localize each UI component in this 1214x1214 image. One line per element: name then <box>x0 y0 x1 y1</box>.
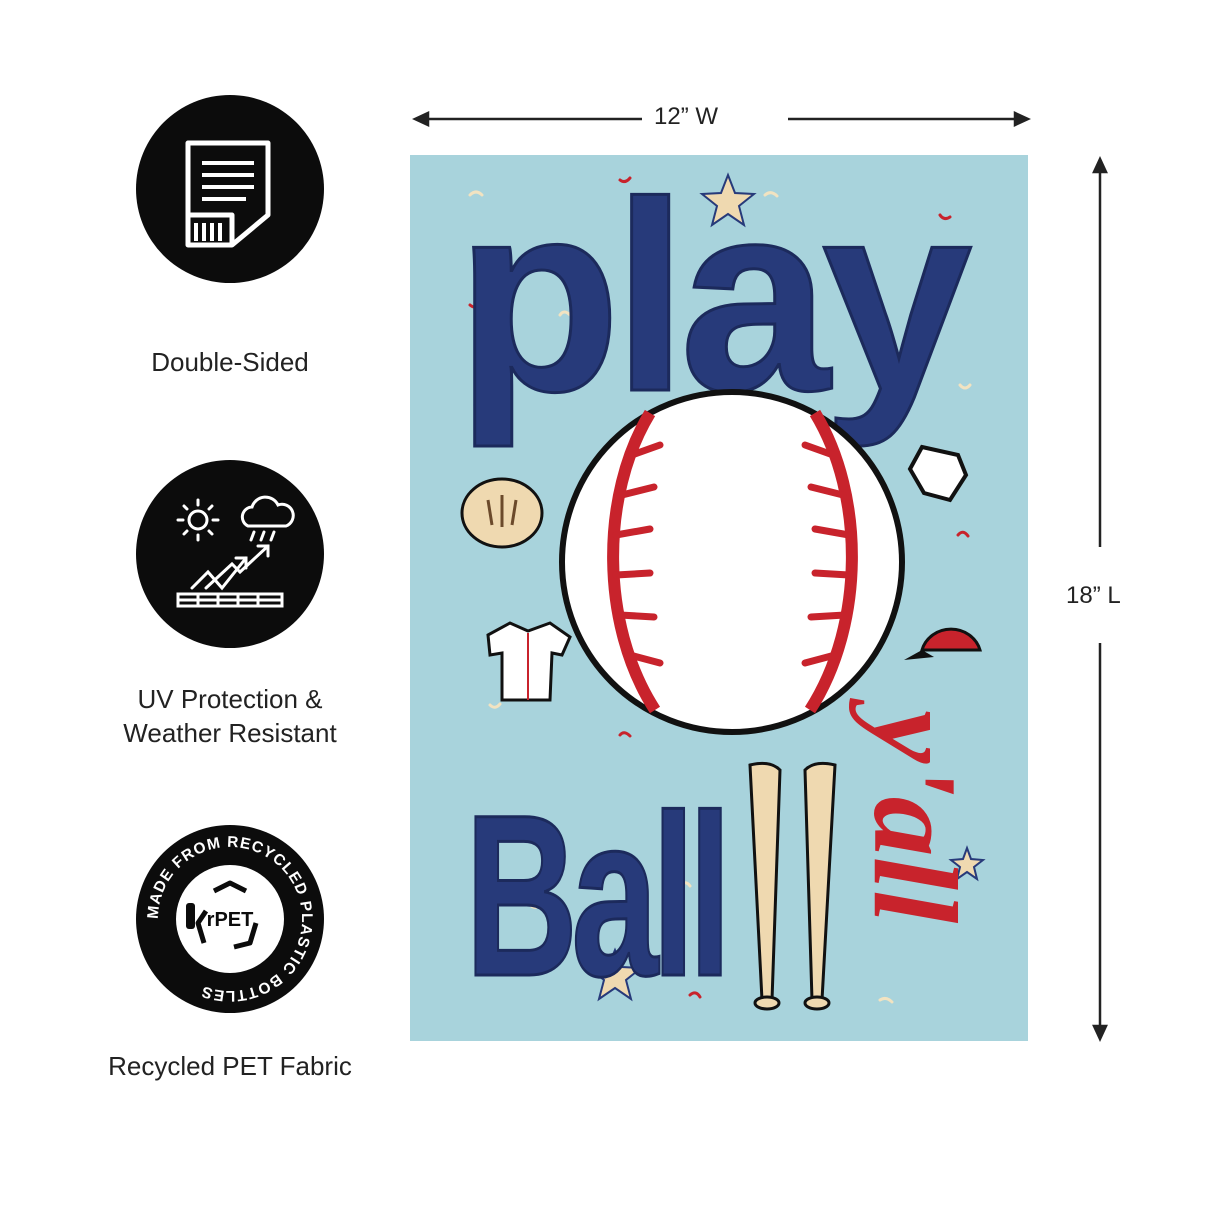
uv-weather-badge <box>136 460 324 648</box>
recycled-pet-badge: MADE FROM RECYCLED PLASTIC BOTTLES rPET <box>136 825 324 1013</box>
baseball-glove-icon <box>460 477 544 549</box>
sun-icon <box>187 509 209 531</box>
flag-text-ball: Ball <box>465 767 725 1024</box>
feature-label-recycled-pet: Recycled PET Fabric <box>108 1051 352 1081</box>
double-sided-icon <box>185 140 271 248</box>
flag-text-yall: y'all <box>849 697 982 924</box>
confetti <box>468 176 972 1004</box>
feature-uv-weather: UV Protection & Weather Resistant <box>40 460 420 750</box>
home-plate-icon <box>907 444 969 503</box>
width-dimension-arrow <box>412 111 1031 127</box>
recycle-arrows-icon <box>195 880 259 950</box>
jersey-icon <box>486 621 572 702</box>
width-label: 12” W <box>654 103 719 130</box>
length-label: 18” L <box>1066 582 1121 609</box>
baseball-bats-icon <box>748 761 837 1011</box>
feature-label-uv-weather: UV Protection & Weather Resistant <box>123 684 337 748</box>
baseball-cap-icon <box>904 627 982 660</box>
feature-recycled-pet: MADE FROM RECYCLED PLASTIC BOTTLES rPET … <box>40 825 420 1083</box>
garden-flag: play <box>410 146 1028 1041</box>
double-sided-badge <box>136 95 324 283</box>
baseball-icon <box>559 389 905 735</box>
recycled-pet-icon: MADE FROM RECYCLED PLASTIC BOTTLES rPET <box>145 834 314 1004</box>
rpet-center-text: rPET <box>207 909 254 931</box>
length-dimension-arrow <box>1092 156 1108 1042</box>
star-icon <box>586 172 986 1002</box>
feature-double-sided: Double-Sided <box>40 95 420 379</box>
feature-label-double-sided: Double-Sided <box>151 347 309 377</box>
uv-weather-icon <box>176 495 295 608</box>
cloud-icon <box>240 495 295 528</box>
bottle-icon <box>186 903 195 929</box>
